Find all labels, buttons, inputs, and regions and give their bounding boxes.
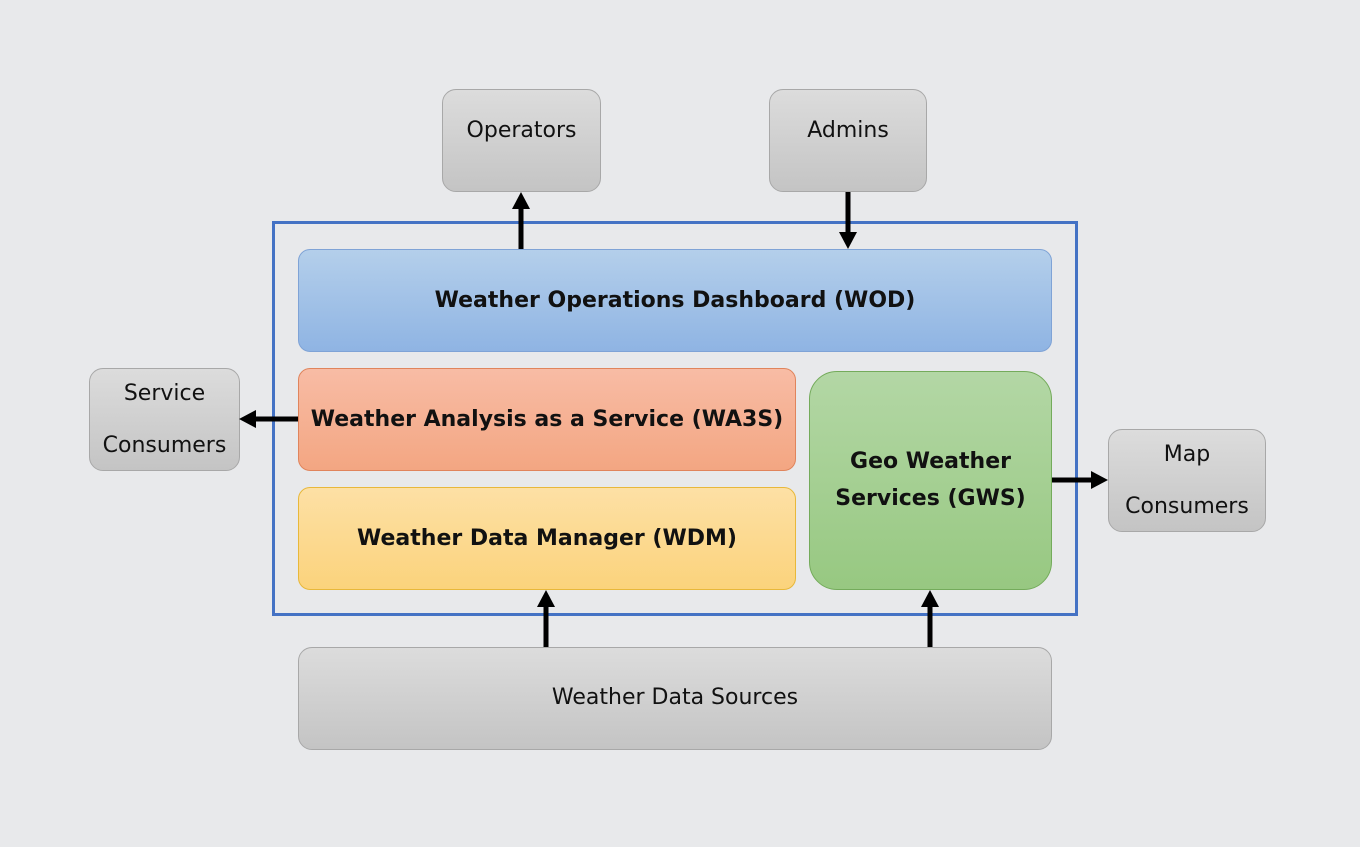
operators-box: Operators: [442, 89, 601, 192]
map-consumers-box: Map Consumers: [1108, 429, 1266, 532]
arrowhead-operators: [512, 192, 530, 209]
admins-label: Admins: [807, 118, 889, 144]
service-consumers-box: Service Consumers: [89, 368, 240, 471]
wod-label: Weather Operations Dashboard (WOD): [434, 288, 916, 313]
arrowhead-service-consumers: [239, 410, 256, 428]
service-consumers-label-line-2: Consumers: [102, 432, 227, 458]
arrowhead-wdm: [537, 590, 555, 607]
wa3s-label: Weather Analysis as a Service (WA3S): [310, 407, 784, 432]
map-consumers-label-line-2: Consumers: [1125, 493, 1249, 519]
map-consumers-label-line-1: Map: [1163, 441, 1211, 467]
service-consumers-label-line-1: Service: [123, 380, 206, 406]
data-sources-box: Weather Data Sources: [298, 647, 1052, 750]
arrowhead-wod: [839, 232, 857, 249]
wdm-label: Weather Data Manager (WDM): [357, 526, 737, 551]
arrowhead-gws: [921, 590, 939, 607]
arrowhead-map-consumers: [1091, 471, 1108, 489]
operators-label: Operators: [466, 118, 577, 144]
wdm-box: Weather Data Manager (WDM): [298, 487, 796, 590]
gws-label-line-1: Geo Weather: [850, 449, 1011, 475]
gws-label-line-2: Services (GWS): [835, 485, 1026, 511]
gws-box: Geo Weather Services (GWS): [809, 371, 1052, 590]
admins-box: Admins: [769, 89, 927, 192]
wa3s-box: Weather Analysis as a Service (WA3S): [298, 368, 796, 471]
wod-box: Weather Operations Dashboard (WOD): [298, 249, 1052, 352]
data-sources-label: Weather Data Sources: [551, 685, 799, 711]
